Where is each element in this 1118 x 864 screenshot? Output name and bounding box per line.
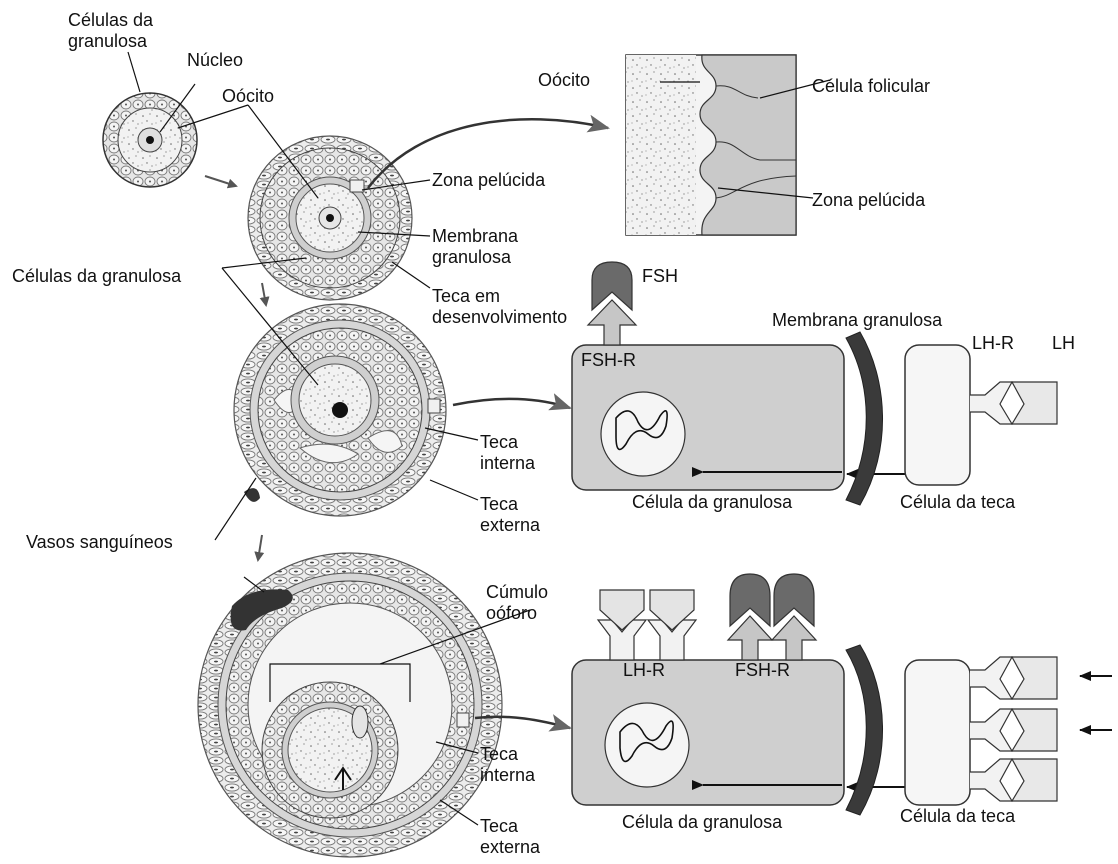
- label-theca-developing: Teca em desenvolvimento: [432, 286, 567, 328]
- theca-cell-bottom: [905, 657, 1112, 805]
- label-granulosa-cell-1: Célula da granulosa: [632, 492, 792, 513]
- label-theca-externa-1: Teca externa: [480, 494, 540, 536]
- label-fsh: FSH: [642, 266, 678, 287]
- lh-receptors-bottom-granulosa: [598, 590, 696, 660]
- label-zona-pellucida-1: Zona pelúcida: [432, 170, 545, 191]
- fsh-receptors-bottom: [728, 574, 816, 660]
- basement-membrane-middle: [846, 332, 883, 505]
- label-blood-vessels: Vasos sanguíneos: [26, 532, 173, 553]
- label-follicular-cell: Célula folicular: [812, 76, 930, 97]
- label-oocyte-1: Oócito: [222, 86, 274, 107]
- label-lh-r-1: LH-R: [972, 333, 1014, 354]
- label-oocyte-2: Oócito: [538, 70, 590, 91]
- theca-cell-middle: [905, 345, 1057, 485]
- primary-follicle: [248, 136, 412, 300]
- primordial-follicle: [103, 93, 197, 187]
- label-membrana-granulosa-2: Membrana granulosa: [772, 310, 942, 331]
- label-fsh-r-2: FSH-R: [735, 660, 790, 681]
- label-theca-cell-2: Célula da teca: [900, 806, 1015, 827]
- label-theca-externa-2: Teca externa: [480, 816, 540, 858]
- lh-ligand-middle: [1012, 382, 1057, 424]
- label-lh: LH: [1052, 333, 1075, 354]
- basement-membrane-bottom: [846, 645, 883, 815]
- label-granulosa-cell-2: Célula da granulosa: [622, 812, 782, 833]
- label-nucleus: Núcleo: [187, 50, 243, 71]
- secondary-follicle: [234, 304, 446, 516]
- label-theca-interna-2: Teca interna: [480, 744, 535, 786]
- label-zona-pellucida-2: Zona pelúcida: [812, 190, 925, 211]
- label-granulosa-cells-2: Células da granulosa: [12, 266, 181, 287]
- zona-pellucida-detail: [626, 55, 796, 235]
- label-theca-interna-1: Teca interna: [480, 432, 535, 474]
- label-fsh-r-1: FSH-R: [581, 350, 636, 371]
- label-cumulus-oophorus: Cúmulo oóforo: [486, 582, 548, 624]
- label-lh-r-2: LH-R: [623, 660, 665, 681]
- label-membrana-granulosa-1: Membrana granulosa: [432, 226, 518, 268]
- label-granulosa-cells-1: Células da granulosa: [68, 10, 153, 52]
- fsh-receptor-middle: [588, 262, 636, 345]
- label-theca-cell-1: Célula da teca: [900, 492, 1015, 513]
